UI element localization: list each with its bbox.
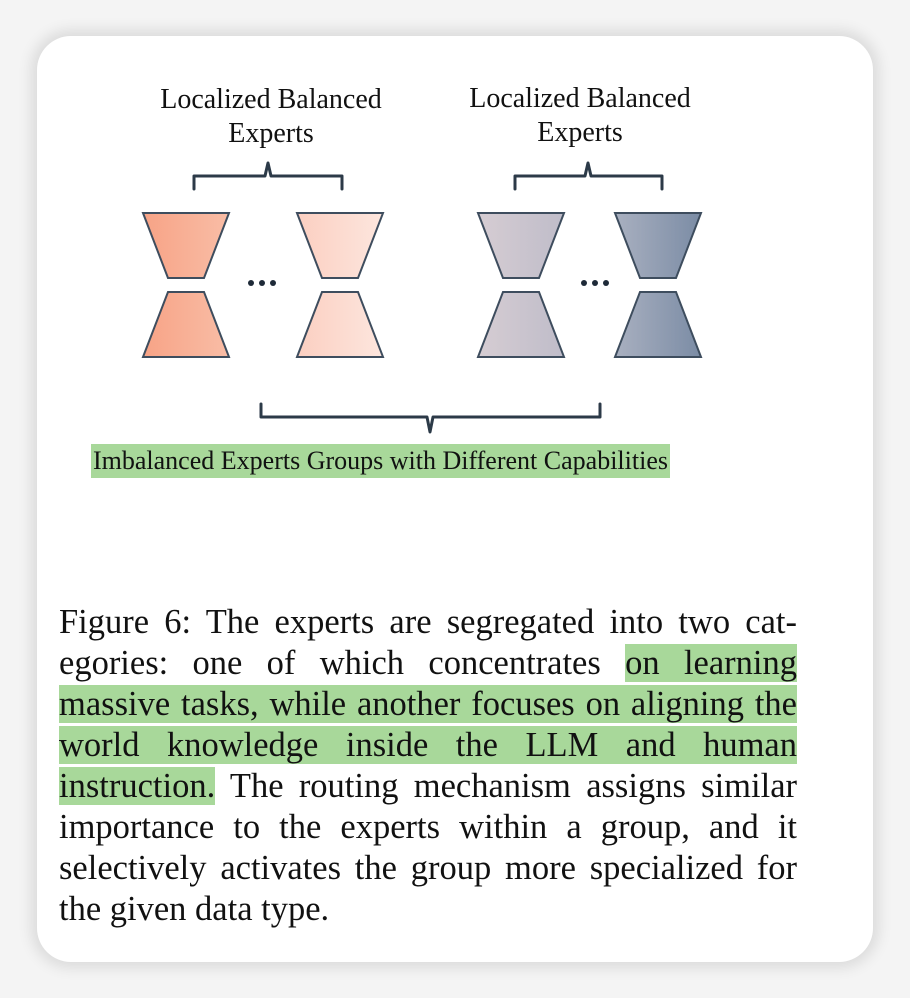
expert-2 xyxy=(295,212,385,358)
expert-3 xyxy=(476,212,566,358)
left-group-brace xyxy=(192,161,344,191)
right-group-brace xyxy=(513,161,664,191)
caption-text: Figure 6: The experts are segregated int… xyxy=(59,603,797,682)
right-group-label: Localized Balanced Experts xyxy=(469,83,691,148)
experts-diagram xyxy=(141,161,703,434)
expert-groups-figure: Localized Balanced Experts Localized Bal… xyxy=(91,83,703,478)
figure-card xyxy=(37,36,873,962)
imbalanced-groups-label: Imbalanced Experts Groups with Different… xyxy=(91,444,670,478)
right-ellipsis xyxy=(581,280,609,286)
bottom-brace xyxy=(259,402,602,434)
expert-1 xyxy=(141,212,231,358)
caption-text-end: The routing mechanism assigns simi­lar i… xyxy=(59,767,797,928)
expert-4 xyxy=(613,212,703,358)
left-group-label: Localized Balanced Experts xyxy=(160,84,382,149)
figure-caption: Figure 6: The experts are segregated int… xyxy=(59,602,797,930)
left-ellipsis xyxy=(248,280,276,286)
